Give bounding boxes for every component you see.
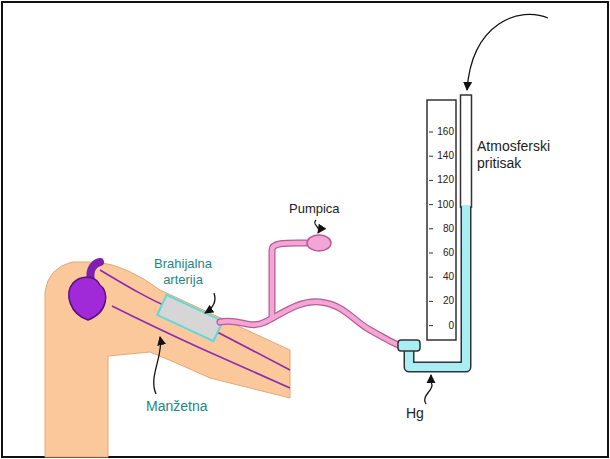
tick — [429, 325, 433, 326]
scale-number: 140 — [429, 150, 454, 162]
tick — [429, 277, 433, 278]
scale-number: 0 — [429, 320, 454, 332]
scale-ticks — [429, 132, 433, 326]
rubber-tubes — [220, 243, 402, 346]
scale-number: 160 — [429, 126, 454, 138]
tick — [429, 301, 433, 302]
scale-panel — [427, 100, 456, 340]
leader-arrow — [425, 375, 432, 404]
atmosphere-label: Atmosferski pritisak — [477, 138, 577, 172]
tick — [429, 156, 433, 157]
leader-arrows — [154, 14, 548, 404]
tube-outline — [220, 302, 402, 346]
tick — [429, 253, 433, 254]
leader-arrow — [315, 220, 319, 233]
tick — [429, 228, 433, 229]
tick — [429, 132, 433, 133]
tick — [429, 204, 433, 205]
body-torso-arm — [45, 262, 290, 457]
pump-label: Pumpica — [289, 201, 359, 217]
cuff-label: Manžetna — [146, 398, 236, 415]
scale-number: 80 — [429, 223, 454, 235]
leader-arrow — [205, 293, 215, 313]
scale-number: 60 — [429, 247, 454, 259]
glass-column — [461, 95, 472, 207]
scale-number: 20 — [429, 295, 454, 307]
scale-number: 100 — [429, 199, 454, 211]
scale-number: 40 — [429, 271, 454, 283]
leader-arrow — [154, 337, 161, 394]
cuff — [157, 295, 222, 341]
pump-bulb — [307, 235, 331, 251]
mercury-top — [462, 205, 470, 211]
mercury-label: Hg — [406, 405, 436, 422]
mercury-reservoir — [398, 340, 420, 351]
tube — [220, 302, 402, 346]
leader-arrow — [467, 14, 548, 90]
tick — [429, 180, 433, 181]
scale-number: 120 — [429, 174, 454, 186]
heart — [69, 277, 106, 320]
pump-tube — [272, 243, 306, 318]
artery-label: Brahijalna arterija — [140, 256, 226, 287]
